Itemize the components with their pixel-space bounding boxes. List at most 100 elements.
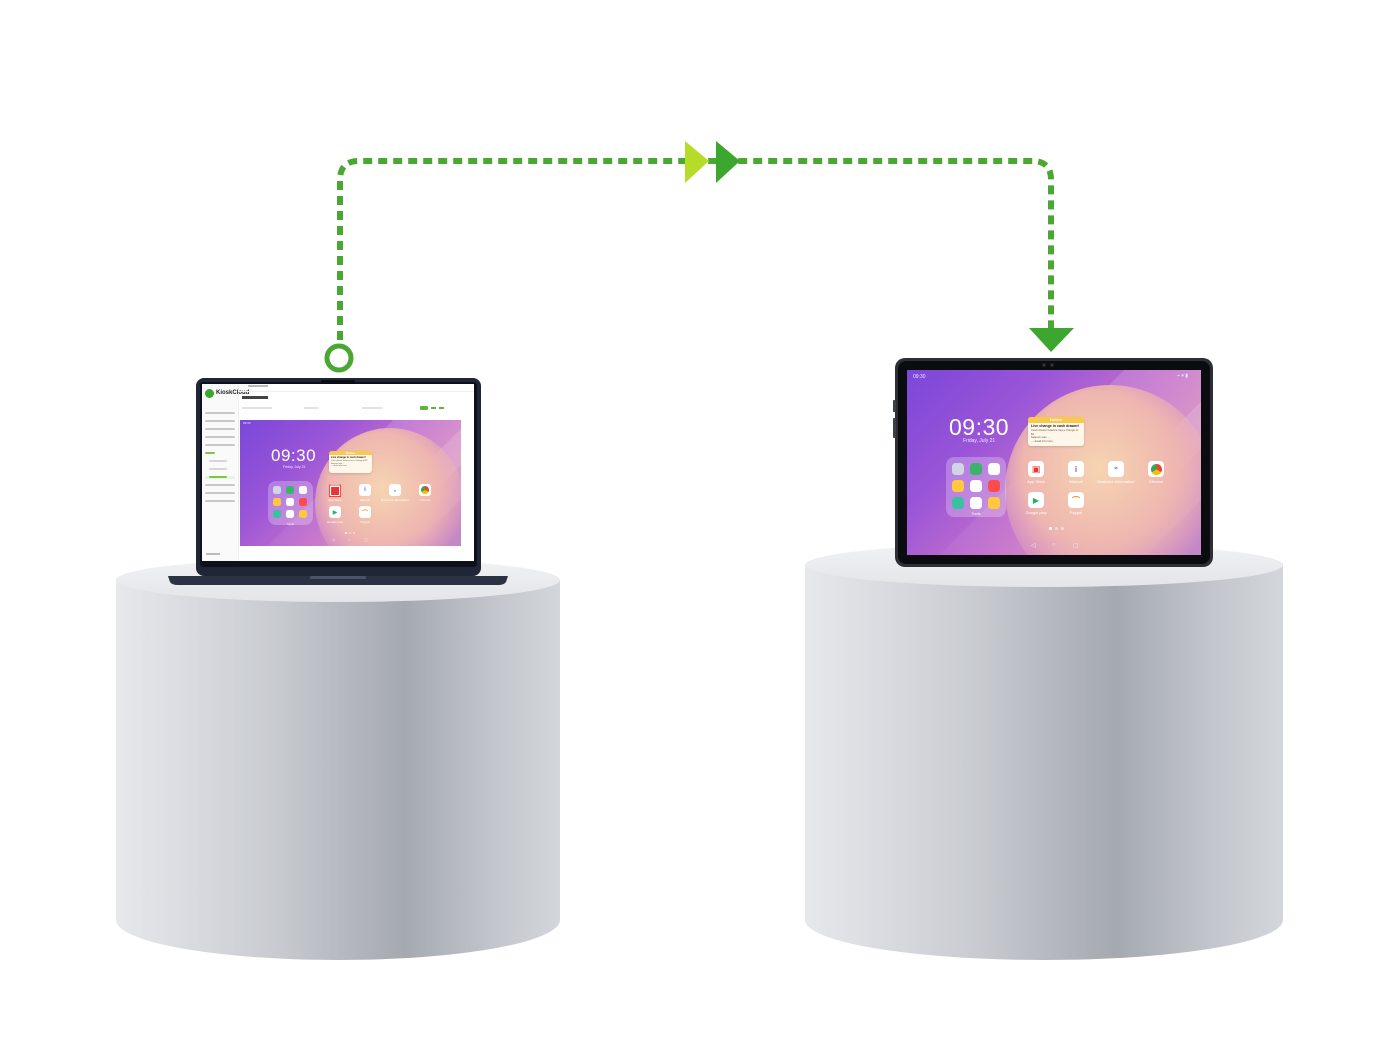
sidebar-subitem-selected[interactable]	[205, 476, 235, 479]
status-time: 09:30	[913, 374, 926, 380]
home-nav-icon[interactable]: ○	[1052, 542, 1056, 548]
files-icon	[273, 498, 281, 506]
sidebar-item[interactable]	[205, 428, 235, 431]
expand-link[interactable]	[439, 407, 444, 409]
widget-body: Cash drawer balance has a change of $2 b…	[1028, 428, 1084, 443]
laptop-screen-admin-console: KioskCloud 09:30 09:30 Friday, July 21 N	[202, 384, 474, 561]
sidebar-subitem[interactable]	[205, 468, 235, 471]
files-icon	[952, 480, 964, 492]
settings-icon	[952, 463, 964, 475]
widget-title: Live change in cash drawer!	[1031, 424, 1080, 428]
sidebar-item[interactable]	[205, 484, 235, 487]
google-play-icon[interactable]: ▶	[1028, 492, 1044, 508]
widget-title: Live change in cash drawer!	[331, 456, 366, 459]
app-label: Google play	[1025, 510, 1047, 515]
sidebar-item[interactable]	[205, 436, 235, 439]
brand-name: KioskCloud	[216, 390, 250, 396]
app-label: Business information	[1097, 479, 1135, 484]
chrome-icon[interactable]	[419, 484, 431, 496]
folder-label: Tools	[971, 511, 981, 516]
date-text: Friday, July 21	[963, 438, 996, 444]
settings-icon	[273, 486, 281, 494]
filter-bar	[242, 406, 468, 411]
clock-text: 09:30	[271, 446, 317, 465]
right-pedestal	[805, 543, 1283, 960]
filter-field[interactable]	[304, 407, 318, 409]
back-nav-icon[interactable]: ◁	[1031, 543, 1036, 549]
notes-icon	[299, 510, 307, 518]
widget-body-line: Cash drawer balance has a change of $2	[1031, 428, 1079, 436]
collapse-menu[interactable]	[206, 553, 220, 555]
app-label: Google play	[326, 520, 343, 524]
status-time: 09:30	[243, 421, 251, 425]
app-label: Paypal	[1069, 510, 1083, 515]
clock-text: 09:30	[949, 414, 1010, 440]
app-label: Chrome	[419, 498, 431, 502]
widget-body-line: — detail info here	[331, 465, 347, 468]
notice-widget[interactable]: Notice Live change in cash drawer! Cash …	[329, 451, 372, 473]
connection-origin-icon	[324, 343, 354, 373]
recents-nav-icon[interactable]: ▢	[364, 537, 368, 542]
play-forward-icon	[685, 141, 709, 183]
widget-body-line: balance was ...	[331, 462, 345, 465]
page-title	[242, 396, 268, 399]
notice-widget[interactable]: Notice Live change in cash drawer! Cash …	[1028, 417, 1084, 446]
app-label: Paypal	[360, 520, 370, 524]
sidebar-item[interactable]	[205, 444, 235, 447]
manual-icon[interactable]: i	[1068, 461, 1084, 477]
logo-mark-icon	[205, 389, 214, 398]
admin-sidebar: KioskCloud	[202, 384, 249, 561]
manual-icon[interactable]: i	[359, 484, 371, 496]
messages-icon	[273, 510, 281, 518]
cloud-icon	[970, 463, 982, 475]
chrome-icon[interactable]	[1148, 461, 1164, 477]
connection-arrow	[324, 141, 1074, 373]
tools-folder[interactable]	[946, 457, 1006, 517]
left-pedestal	[116, 558, 560, 960]
paypal-icon[interactable]: ⌒	[359, 506, 371, 518]
widget-header: Notice	[1028, 417, 1084, 423]
app-store-icon[interactable]: ▣	[1028, 461, 1044, 477]
paypal-icon[interactable]: ⌒	[1068, 492, 1084, 508]
reset-link[interactable]	[431, 407, 436, 409]
filter-field[interactable]	[242, 407, 272, 409]
remote-device-screen[interactable]: 09:30 09:30 Friday, July 21 Notice Live …	[240, 420, 461, 546]
sidebar-item-active[interactable]	[205, 452, 235, 455]
switch-icon	[299, 486, 307, 494]
search-button[interactable]	[420, 406, 428, 410]
photos-icon	[970, 480, 982, 492]
folder-label: Tools	[286, 522, 294, 526]
filter-field[interactable]	[362, 407, 382, 409]
camera-icon	[286, 510, 294, 518]
cloud-icon	[286, 486, 294, 494]
sidebar-item[interactable]	[205, 420, 235, 423]
play-forward-icon-2	[716, 141, 740, 183]
sidebar-item[interactable]	[205, 500, 235, 503]
switch-icon	[988, 463, 1000, 475]
app-store-icon[interactable]: ▣	[327, 482, 343, 499]
home-nav-icon[interactable]: ○	[348, 537, 351, 542]
arrow-down-icon	[1029, 328, 1074, 352]
music-icon	[988, 480, 1000, 492]
business-icon[interactable]: ≈	[389, 484, 401, 496]
date-text: Friday, July 21	[283, 465, 306, 469]
sidebar-item[interactable]	[205, 412, 235, 415]
widget-body-line: — detail info here	[1031, 438, 1053, 443]
tools-folder[interactable]	[268, 481, 313, 525]
app-label: Manual	[1069, 479, 1083, 484]
business-icon[interactable]: ≈	[1108, 461, 1124, 477]
sidebar-subitem[interactable]	[205, 460, 235, 463]
music-icon	[299, 498, 307, 506]
recents-nav-icon[interactable]: ▢	[1073, 543, 1079, 549]
back-nav-icon[interactable]: ◁	[332, 537, 336, 542]
sidebar-item[interactable]	[205, 492, 235, 495]
widget-body: Cash drawer balance has a change of $2 b…	[329, 460, 372, 468]
widget-body-line: Cash drawer balance has a change of $2	[331, 460, 368, 462]
app-label: Chrome	[1148, 479, 1164, 484]
status-icons: ⌁ ▾ ▮	[1177, 373, 1189, 379]
admin-topbar	[238, 384, 474, 392]
messages-icon	[952, 497, 964, 509]
tablet-screen[interactable]: 09:30 ⌁ ▾ ▮ 09:30 Friday, July 21 Notice…	[907, 370, 1201, 555]
notes-icon	[988, 497, 1000, 509]
google-play-icon[interactable]: ▶	[329, 506, 341, 518]
